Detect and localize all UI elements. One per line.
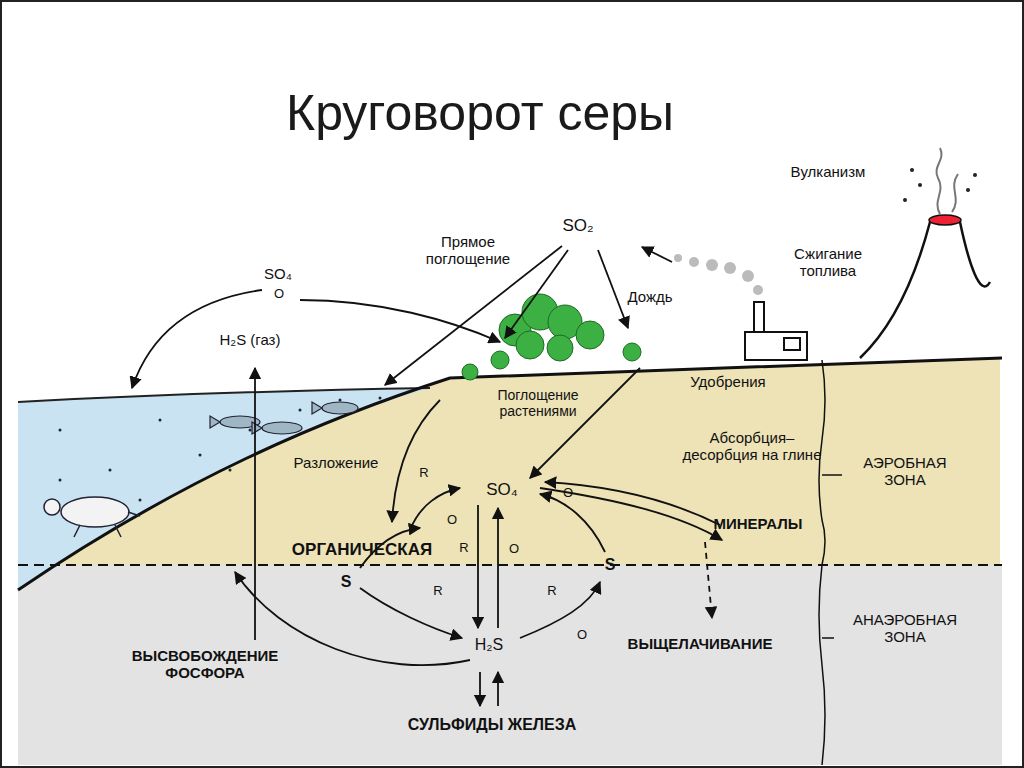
diagram-title: Круговорот серы xyxy=(160,85,800,141)
cycle-label: ОРГАНИЧЕСКАЯ xyxy=(272,540,452,559)
cycle-label: R xyxy=(454,541,474,556)
volcano xyxy=(860,148,990,358)
turtle xyxy=(44,497,140,537)
smoke xyxy=(674,254,763,295)
cycle-label: SO₂ xyxy=(553,216,603,235)
zone-bracket xyxy=(819,360,825,765)
cycle-label: O xyxy=(572,628,592,643)
cycle-label: Сжигание топлива xyxy=(768,246,888,280)
cycle-label: SO₄ xyxy=(477,480,527,499)
cycle-label: R xyxy=(428,584,448,599)
cycle-label: Дождь xyxy=(620,289,680,306)
factory xyxy=(745,302,807,360)
water-surface xyxy=(18,388,430,402)
cycle-label: АНАЭРОБНАЯ ЗОНА xyxy=(835,612,975,646)
cycle-label: Абсорбция–десорбция на глине xyxy=(682,430,822,464)
cycle-label: Вулканизм xyxy=(773,164,883,181)
cycle-label: H₂S xyxy=(464,636,514,654)
zone-tick xyxy=(822,474,842,476)
water xyxy=(18,388,430,590)
cycle-label: O xyxy=(269,287,289,302)
cycle-label: ВЫСВОБОЖДЕНИЕ ФОСФОРА xyxy=(115,648,295,682)
cycle-label: H₂S (газ) xyxy=(190,332,310,349)
cycle-label: O xyxy=(504,542,524,557)
zone-boundary xyxy=(18,564,1002,566)
cycle-label: Поглощение растениями xyxy=(473,388,603,419)
cycle-label: S xyxy=(336,573,356,591)
cycle-label: R xyxy=(542,584,562,599)
cycle-label: S xyxy=(600,556,620,574)
fish xyxy=(210,402,358,434)
cycle-label: R xyxy=(414,466,434,481)
cycle-label: АЭРОБНАЯ ЗОНА xyxy=(845,455,965,489)
cycle-label: Прямое поглощение xyxy=(408,234,528,268)
zone-tick xyxy=(822,637,834,639)
cycle-label: Удобрения xyxy=(678,374,778,391)
cycle-label: ВЫЩЕЛАЧИВАНИЕ xyxy=(610,636,790,653)
cycle-label: O xyxy=(558,486,578,501)
cycle-label: МИНЕРАЛЫ xyxy=(703,516,813,533)
anaerobic-ground xyxy=(18,565,1002,765)
cycle-label: SO₄ xyxy=(256,266,300,283)
cycle-label: Разложение xyxy=(286,455,386,472)
ground-line xyxy=(18,358,1002,590)
cycle-label: СУЛЬФИДЫ ЖЕЛЕЗА xyxy=(342,716,642,734)
cycle-label: O xyxy=(442,513,462,528)
